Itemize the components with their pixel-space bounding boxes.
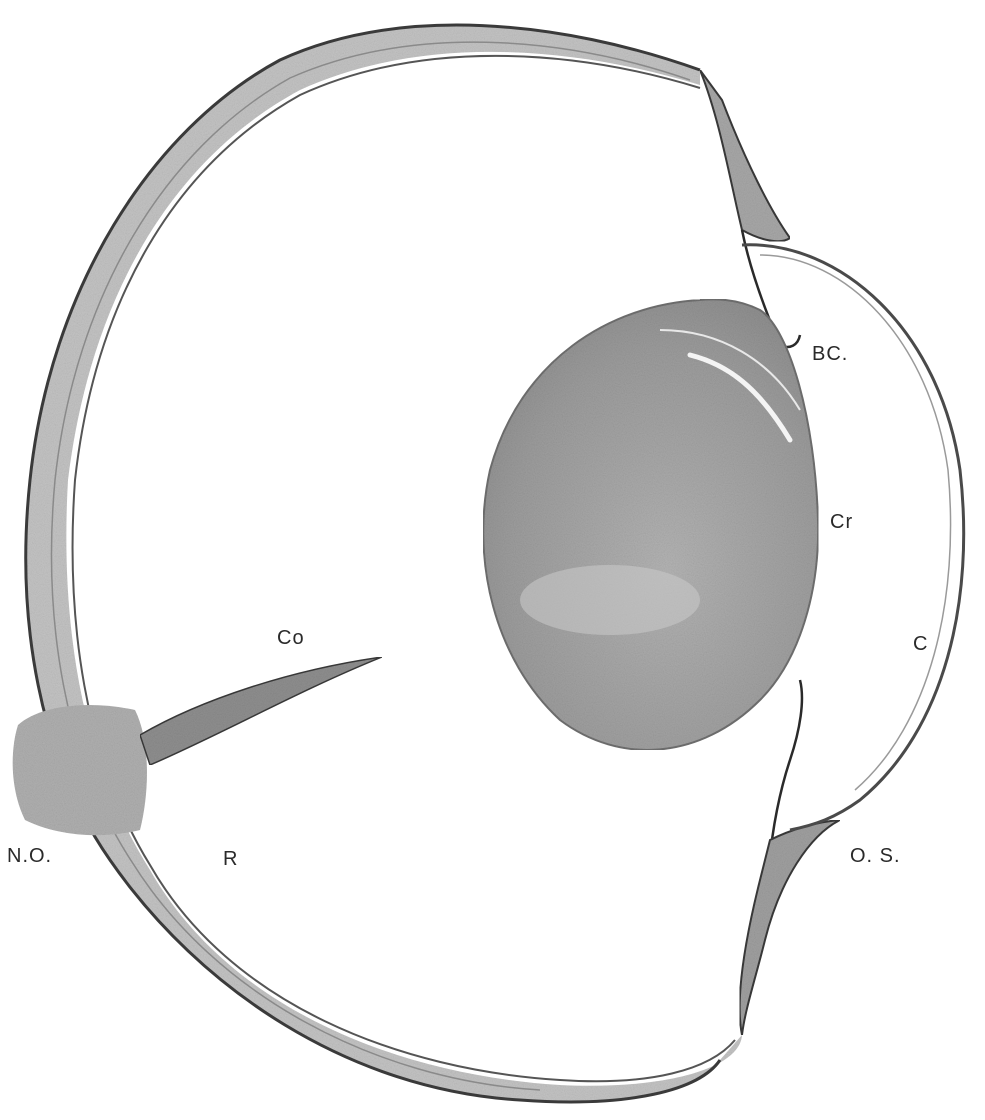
label-bc: BC. <box>812 343 848 365</box>
hyaloid-canal <box>140 657 382 765</box>
label-co: Co <box>277 627 305 649</box>
label-os: O. S. <box>850 845 901 867</box>
optic-nerve-head <box>13 705 147 835</box>
crystalline-lens <box>483 299 818 750</box>
lens-light-area <box>520 565 700 635</box>
ciliary-upper-shape <box>700 70 790 241</box>
label-no: N.O. <box>7 845 52 867</box>
label-cr: Cr <box>830 511 853 533</box>
label-r: R <box>223 848 238 870</box>
ciliary-lower-shape <box>740 820 840 1035</box>
ciliary-region-lower <box>740 680 840 1035</box>
lens-body <box>483 299 818 750</box>
optic-nerve <box>13 705 147 835</box>
label-c: C <box>913 633 928 655</box>
